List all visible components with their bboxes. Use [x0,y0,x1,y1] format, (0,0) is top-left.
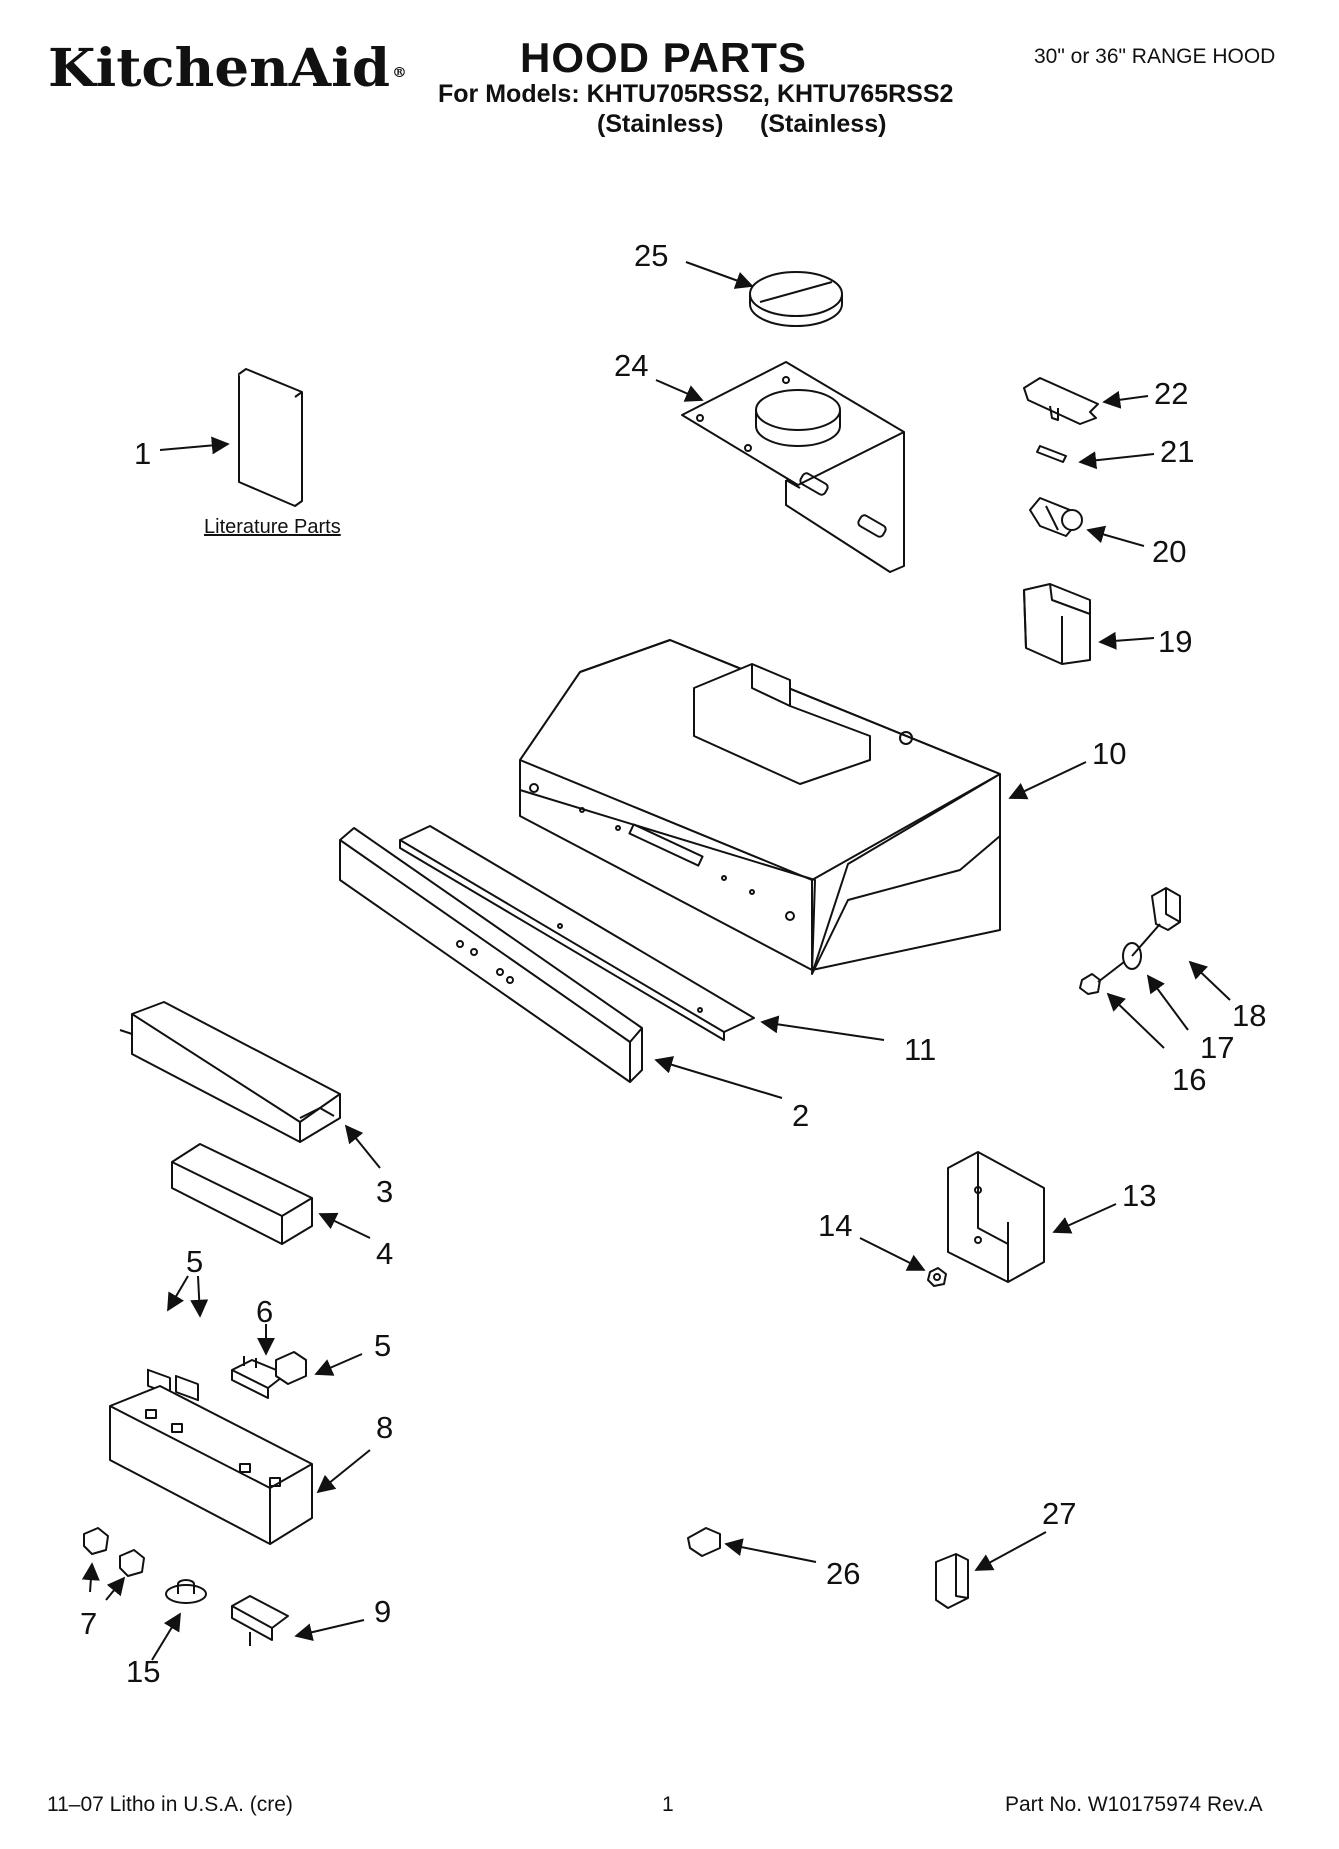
callout-4: 4 [376,1236,393,1271]
arrow-19 [1098,631,1155,650]
part-19-u-bracket [1023,583,1091,665]
models-line: For Models: KHTU705RSS2, KHTU765RSS2 [438,80,954,108]
arrow-13 [1052,1203,1117,1234]
callout-17: 17 [1200,1030,1234,1065]
callout-27: 27 [1042,1496,1076,1531]
arrow-15 [151,1612,181,1661]
arrow-27 [974,1531,1047,1571]
variant-label-2: (Stainless) [760,110,887,138]
literature-parts-label: Literature Parts [204,516,341,538]
part-6-switch-block [231,1356,287,1399]
callout-1: 1 [134,436,151,471]
part-11-mounting-rail [399,825,755,1041]
callout-25: 25 [634,238,668,273]
callout-8: 8 [376,1410,393,1445]
arrow-24 [655,379,704,402]
callout-10: 10 [1092,736,1126,771]
callout-13: 13 [1122,1178,1156,1213]
range-hood-size-label: 30" or 36" RANGE HOOD [1034,45,1276,68]
arrow-14 [859,1237,926,1271]
arrow-21 [1078,451,1155,470]
part-16-screw [1079,961,1125,995]
arrow-3 [344,1124,381,1169]
arrow-5-left-a [167,1275,189,1312]
part-3-light-housing [119,1001,341,1143]
part-13-shield [947,1151,1045,1283]
part-18-clip [1151,887,1181,931]
arrow-9 [294,1619,365,1642]
page-title: HOOD PARTS [520,34,807,81]
part-26-clip [687,1527,721,1557]
part-10-hood-body [519,639,1001,975]
part-number: Part No. W10175974 Rev.A [1005,1793,1263,1816]
callout-3: 3 [376,1174,393,1209]
part-24-mounting-plate [681,361,905,573]
part-21-pin [1036,445,1067,463]
brand-name: KitchenAid [48,38,391,99]
part-15-knob [165,1579,207,1604]
part-2-front-panel [339,827,643,1083]
page-number: 1 [662,1793,674,1816]
arrow-26 [724,1538,817,1563]
part-9-rocker-switch [231,1595,289,1646]
callout-24: 24 [614,348,648,383]
part-25-duct-collar [749,271,843,327]
callout-16: 16 [1172,1062,1206,1097]
callout-6: 6 [256,1294,273,1329]
arrow-11 [760,1015,885,1041]
callout-26: 26 [826,1556,860,1591]
callout-18: 18 [1232,998,1266,1033]
registered-mark: ® [392,64,407,81]
callout-11: 11 [904,1032,936,1067]
arrow-18 [1188,960,1231,1001]
part-14-nut [927,1267,947,1287]
part-4-filter-block [171,1143,313,1245]
part-27-terminal-block [935,1553,969,1609]
callout-20: 20 [1152,534,1186,569]
part-20-socket [1029,497,1083,537]
arrow-7-a [81,1562,100,1593]
arrow-25 [685,261,754,289]
callout-14: 14 [818,1208,852,1243]
part-22-bracket [1023,377,1099,425]
part-5-clip-right [275,1351,307,1385]
callout-7: 7 [80,1606,97,1641]
arrow-7-b [105,1576,126,1601]
callout-22: 22 [1154,376,1188,411]
callout-21: 21 [1160,434,1194,469]
arrow-17 [1146,974,1189,1031]
arrow-5-left-b [190,1275,209,1318]
leader-arrows [81,261,1231,1661]
arrow-22 [1102,390,1149,409]
callout-5-right: 5 [374,1328,391,1363]
part-7-clips [83,1527,145,1577]
brand-logo: KitchenAid® [48,38,407,99]
litho-note: 11–07 Litho in U.S.A. (cre) [47,1793,293,1816]
callout-5-left: 5 [186,1244,203,1279]
part-1-literature-booklet [238,368,303,507]
arrow-10 [1008,761,1087,800]
arrow-16 [1106,992,1165,1049]
callout-numbers: 1 25 24 22 21 20 19 10 11 2 18 17 16 3 4… [80,238,1266,1689]
callout-2: 2 [792,1098,809,1133]
arrow-4 [318,1212,371,1239]
arrow-5-right [314,1353,363,1376]
part-8-control-housing [109,1385,313,1545]
arrow-1 [159,436,230,455]
variant-label-1: (Stainless) [597,110,724,138]
callout-9: 9 [374,1594,391,1629]
arrow-20 [1086,525,1145,547]
callout-15: 15 [126,1654,160,1689]
arrow-8 [316,1449,371,1494]
callout-19: 19 [1158,624,1192,659]
part-17-washer [1122,923,1161,970]
arrow-2 [654,1056,783,1099]
